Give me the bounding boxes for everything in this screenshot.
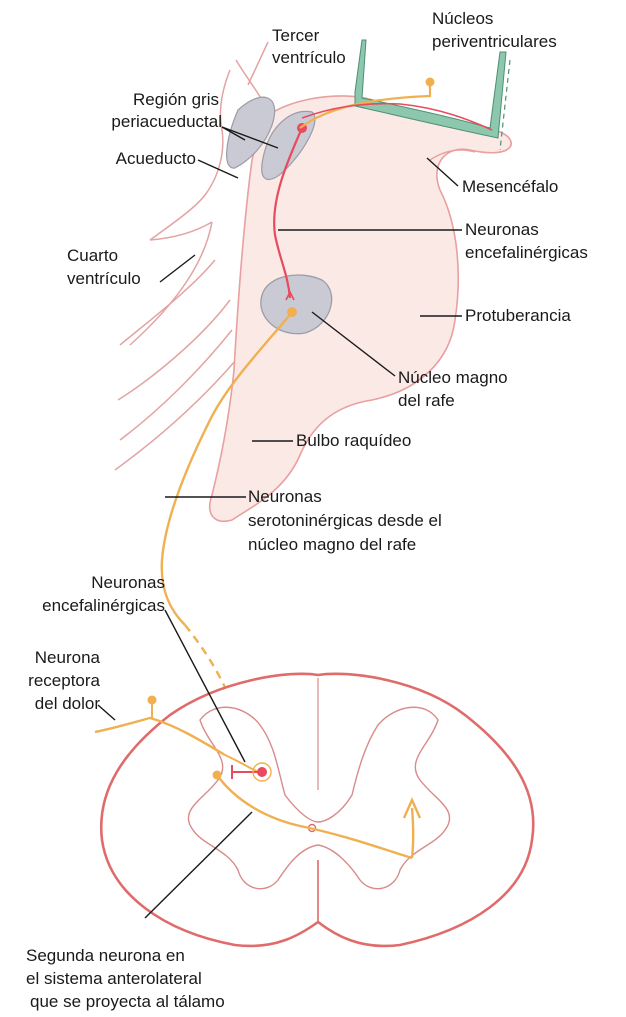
label-serotonina-line2: serotoninérgicas desde el [248, 511, 442, 530]
label-protuberancia-text: Protuberancia [465, 306, 571, 325]
label-tercer-ventriculo: Tercer ventrículo [272, 26, 346, 67]
label-nucleo-magno-line1: Núcleo magno [398, 368, 508, 387]
label-neuronas-encefalinergicas-bottom: Neuronas encefalinérgicas [42, 573, 165, 615]
label-cuarto-line1: Cuarto [67, 246, 118, 265]
label-receptora-line3: del dolor [35, 694, 101, 713]
label-nucleos-periventriculares: Núcleos periventriculares [432, 9, 557, 51]
label-region-gris-line1: Región gris [133, 90, 219, 109]
label-protuberancia: Protuberancia [465, 306, 571, 325]
label-segunda-line3: que se proyecta al tálamo [30, 992, 225, 1011]
label-nucleo-magno-line2: del rafe [398, 391, 455, 410]
label-neuronas-bottom-line1: Neuronas [91, 573, 165, 592]
ptr-cuarto [160, 255, 195, 282]
label-segunda-line1: Segunda neurona en [26, 946, 185, 965]
label-acueducto-text: Acueducto [116, 149, 196, 168]
label-neuronas-serotoninergicas: Neuronas serotoninérgicas desde el núcle… [248, 487, 442, 554]
label-cuarto-ventriculo: Cuarto ventrículo [67, 246, 141, 288]
label-mesencefalo-text: Mesencéfalo [462, 177, 558, 196]
label-receptora-line2: receptora [28, 671, 100, 690]
label-neuronas-top-line1: Neuronas [465, 220, 539, 239]
label-neuronas-top-line2: encefalinérgicas [465, 243, 588, 262]
label-neurona-receptora: Neurona receptora del dolor [28, 648, 100, 713]
label-segunda-neurona: Segunda neurona en el sistema anterolate… [26, 946, 225, 1011]
label-cuarto-line2: ventrículo [67, 269, 141, 288]
label-nucleo-magno: Núcleo magno del rafe [398, 368, 508, 410]
label-region-gris: Región gris periacueductal [111, 90, 222, 131]
spinal-cord-section [101, 674, 533, 946]
label-neuronas-encefalinergicas-top: Neuronas encefalinérgicas [465, 220, 588, 262]
label-receptora-line1: Neurona [35, 648, 101, 667]
label-bulbo-text: Bulbo raquídeo [296, 431, 411, 450]
label-tercer-ventriculo-line2: ventrículo [272, 48, 346, 67]
label-mesencefalo: Mesencéfalo [462, 177, 558, 196]
ptr-receptora [98, 705, 115, 720]
label-neuronas-bottom-line2: encefalinérgicas [42, 596, 165, 615]
label-serotonina-line1: Neuronas [248, 487, 322, 506]
label-segunda-line2: el sistema anterolateral [26, 969, 202, 988]
label-bulbo: Bulbo raquídeo [296, 431, 411, 450]
label-nucleos-line1: Núcleos [432, 9, 493, 28]
label-acueducto: Acueducto [116, 149, 196, 168]
label-region-gris-line2: periacueductal [111, 112, 222, 131]
label-nucleos-line2: periventriculares [432, 32, 557, 51]
label-tercer-ventriculo-line1: Tercer [272, 26, 320, 45]
label-serotonina-line3: núcleo magno del rafe [248, 535, 416, 554]
